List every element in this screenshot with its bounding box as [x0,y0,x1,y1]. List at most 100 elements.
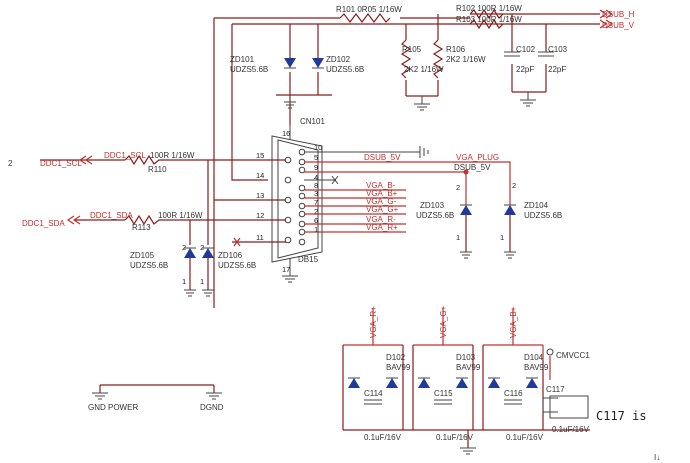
net-cmvcc1: CMVCC1 [556,351,590,360]
net-vga-plug: VGA_PLUG [456,153,499,162]
zd106-pin-2: 2 [200,243,204,252]
zd105-pin-2: 2 [182,243,186,252]
label-c103-val: 22pF [548,65,566,74]
top-resistors [339,8,504,79]
pin-1: 1 [314,225,318,234]
label-d102-ref: D102 [386,353,406,362]
label-c-value-3: 0.1uF/16V [506,433,544,442]
label-zd103-ref: ZD103 [420,201,445,210]
db15-connector [271,125,323,283]
label-c115: C115 [434,389,453,398]
label-zd106-val: UDZS5.6B [218,261,256,270]
label-c114: C114 [364,389,383,398]
pin-13: 13 [256,191,264,200]
label-r105-ref: R105 [402,45,422,54]
label-c-value-4: 0.1uF/16V [552,425,590,434]
pin-5: 5 [314,153,318,162]
label-r110-val: 100R 1/16W [150,151,195,160]
label-dgnd: DGND [200,403,224,412]
label-r102: R102 100R 1/16W [456,4,522,13]
label-zd104-ref: ZD104 [524,201,549,210]
pin-12: 12 [256,211,264,220]
label-r113-val: 100R 1/16W [158,211,203,220]
label-zd101-val: UDZS5.6B [230,65,268,74]
net-vga-g-plus: VGA_G+ [366,205,399,214]
label-r105-val: 2K2 1/16W [404,65,444,74]
pin-11: 11 [256,233,264,242]
zd103-pin-1: 1 [456,233,460,242]
zd104-pin-2: 2 [512,181,516,190]
label-db15: DB15 [298,255,319,264]
label-r101: R101 0R05 1/16W [336,5,402,14]
label-d103-ref: D103 [456,353,476,362]
pin-14: 14 [256,171,264,180]
label-r103: R103 100R 1/16W [456,15,522,24]
pin-3: 3 [314,189,318,198]
sheet-number: 2 [8,159,13,168]
net-vga-r-minus: VGA_R- [366,215,396,224]
zd106-pin-1: 1 [200,277,204,286]
dsub-port-arrows [599,9,614,29]
top-wiring [213,13,600,308]
net-dsub-h: DSUB_H [602,10,635,19]
label-zd105-val: UDZS5.6B [130,261,168,270]
c102-c103 [504,51,554,57]
zd103-zd104 [460,204,516,259]
pin-17: 17 [282,265,290,274]
zd101-zd102 [284,58,324,69]
port-ddc1-scl: DDC1_SCL [40,159,82,168]
zd103-pin-2: 2 [456,183,460,192]
label-zd101-ref: ZD101 [230,55,255,64]
label-c-value-1: 0.1uF/16V [364,433,402,442]
label-gnd-power: GND POWER [88,403,138,412]
pin-4: 4 [314,173,318,182]
label-zd103-val: UDZS5.6B [416,211,454,220]
pin-7: 7 [314,198,318,207]
net-vga-b-plus-vertical: VGA_B+ [509,306,518,338]
label-c102-ref: C102 [516,45,536,54]
label-c116: C116 [504,389,523,398]
zd104-pin-1: 1 [500,233,504,242]
label-zd102-val: UDZS5.6B [326,65,364,74]
label-r110-ref: R110 [148,165,167,174]
label-d102-val: BAV99 [386,363,411,372]
net-vga-r-plus-vertical: VGA_R+ [369,306,378,338]
bav99-block [342,308,590,455]
label-c117: C117 [546,385,565,394]
label-cn101: CN101 [300,117,325,126]
net-ddc1-sda: DDC1_SDA [90,211,133,220]
pin-9: 9 [314,163,318,172]
top-grounds [284,92,536,111]
pin-2: 2 [314,207,318,216]
label-r106-val: 2K2 1/16W [446,55,486,64]
net-ddc1-scl: DDC1_SCL [104,151,146,160]
net-vga-b-plus: VGA_B+ [366,189,398,198]
net-vga-r-plus: VGA_R+ [366,223,398,232]
net-dsub-5v-b: DSUB_5V [454,163,491,172]
label-c102-val: 22pF [516,65,534,74]
label-zd102-ref: ZD102 [326,55,351,64]
net-dsub-v: DSUB_V [602,21,635,30]
text-cursor-icon: I↓ [654,453,660,462]
net-vga-g-plus-vertical: VGA_G+ [439,305,448,338]
label-r106-ref: R106 [446,45,466,54]
annotation-note: C117 is [596,409,647,423]
net-vga-g-minus: VGA_G- [366,197,397,206]
label-d103-val: BAV99 [456,363,481,372]
label-c103-ref: C103 [548,45,568,54]
zd105-zd106 [184,247,214,297]
label-c-value-2: 0.1uF/16V [436,433,474,442]
label-d104-ref: D104 [524,353,544,362]
label-zd106-ref: ZD106 [218,251,243,260]
right-pin-wires [304,146,511,233]
label-r113-ref: R113 [132,223,151,232]
left-pin-wires [40,154,286,247]
label-d104-val: BAV99 [524,363,549,372]
pin-16: 16 [282,129,290,138]
pin-6: 6 [314,216,318,225]
zd105-pin-1: 1 [182,277,186,286]
port-ddc1-sda: DDC1_SDA [22,219,65,228]
pin-8: 8 [314,181,318,190]
